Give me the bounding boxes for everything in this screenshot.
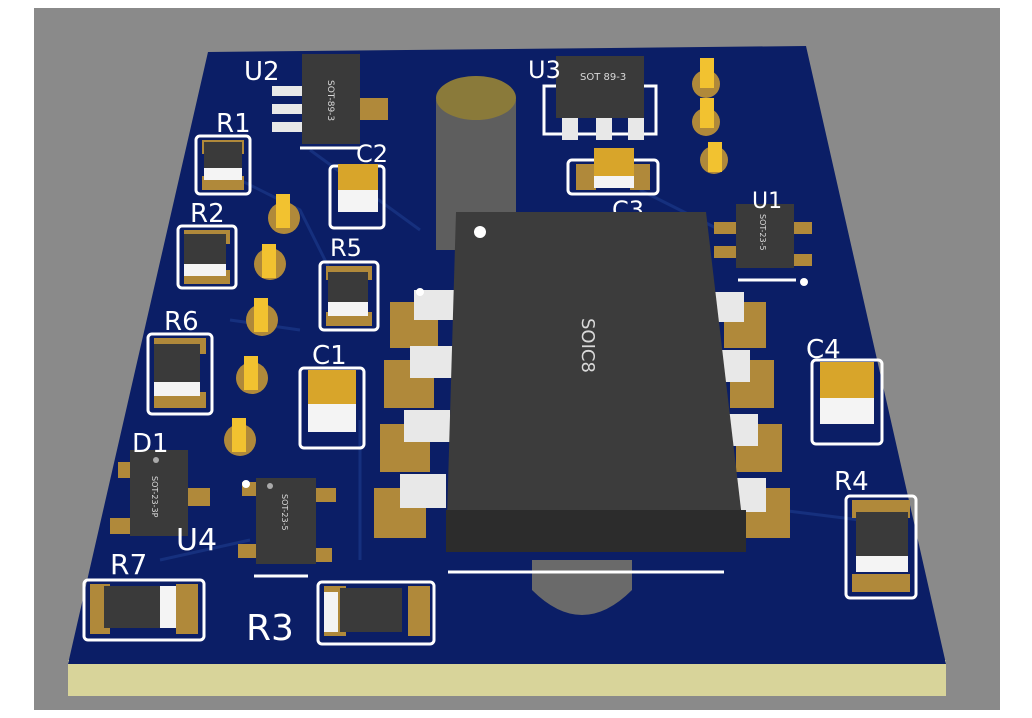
- u3-component: SOT 89-3: [542, 56, 658, 140]
- u1-marking: SOT-23-5: [758, 214, 767, 251]
- label-r2: R2: [190, 199, 225, 229]
- pcb-edge: [68, 660, 946, 696]
- label-r5: R5: [330, 234, 362, 262]
- r5-component: [318, 260, 380, 332]
- label-u1: U1: [752, 189, 782, 214]
- label-u2: U2: [244, 57, 280, 87]
- c4-component: [810, 358, 884, 446]
- r3-component: [316, 580, 436, 646]
- d1-component: SOT-23-3P: [110, 450, 210, 536]
- r1-component: [194, 134, 252, 196]
- soic8-marking: SOIC8: [577, 318, 598, 373]
- label-d1: D1: [132, 429, 169, 459]
- label-c1: C1: [312, 341, 347, 371]
- d1-marking: SOT-23-3P: [150, 476, 159, 518]
- r2-component: [176, 224, 238, 290]
- label-c2: C2: [356, 140, 388, 168]
- u3-marking: SOT 89-3: [580, 72, 626, 83]
- soic8-component: SOIC8: [374, 212, 790, 574]
- r7-component: [82, 578, 206, 642]
- u4-marking: SOT-23-5: [280, 494, 289, 531]
- slot-hole-rim: [436, 76, 516, 120]
- label-c4: C4: [806, 335, 841, 365]
- label-u4: U4: [176, 523, 217, 558]
- label-r4: R4: [834, 467, 869, 497]
- r4-component: [844, 494, 918, 600]
- u2-component: SOT-89-3: [272, 54, 388, 150]
- th-pins-left: [224, 194, 300, 456]
- label-r7: R7: [110, 548, 147, 581]
- slot-hole-top: [436, 80, 516, 250]
- label-r1: R1: [216, 109, 251, 139]
- u4-component: SOT-23-5: [238, 478, 336, 578]
- u1-component: SOT-23-5: [714, 204, 812, 286]
- th-pins-top-right: [692, 58, 728, 174]
- slot-hole-bottom: [532, 560, 632, 615]
- c2-component: [328, 164, 386, 230]
- c3-component: [566, 148, 660, 196]
- label-u3: U3: [528, 56, 561, 84]
- label-r6: R6: [164, 307, 199, 337]
- label-r3: R3: [246, 608, 294, 649]
- u2-marking: SOT-89-3: [325, 80, 335, 121]
- r6-component: [146, 332, 214, 416]
- c1-component: [298, 366, 366, 450]
